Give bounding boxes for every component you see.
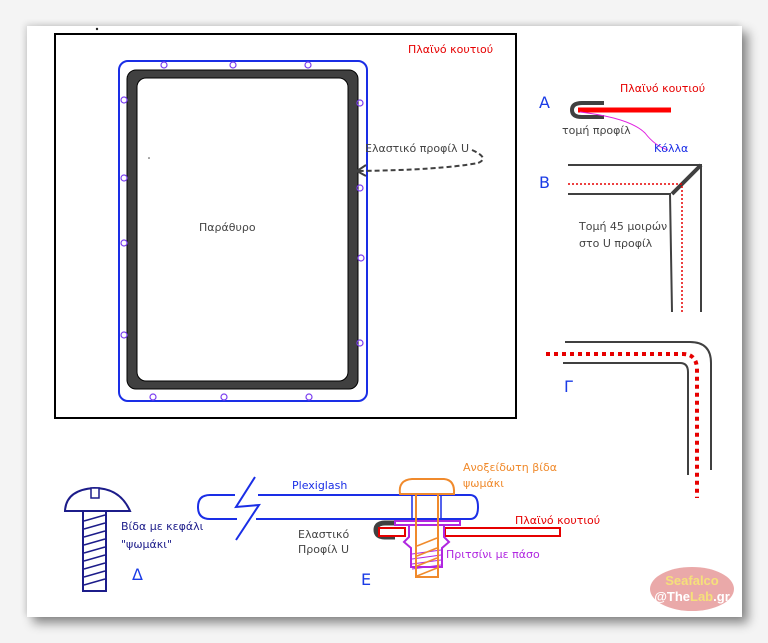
detail-d: Βίδα με κεφάλι "ψωμάκι" Δ [63,486,204,592]
thread-line [83,514,106,522]
mounting-hole [357,254,365,262]
plexiglass-edge-left [196,494,237,520]
plexiglass-label: Plexiglash [292,479,347,492]
mounting-hole [305,393,313,401]
thread-line [83,522,106,530]
profile-cross-section [569,101,604,119]
plexiglass-outline [118,60,368,402]
screw-label-1: Ανοξείδωτη βίδα [463,461,557,474]
watermark-suffix: .gr [713,589,730,604]
thread-line [416,547,438,557]
box-side-edge [568,183,683,312]
thread-line [83,546,106,554]
mounting-hole [120,239,128,247]
watermark-badge: Seafalco @TheLab.gr [650,567,734,611]
detail-d-letter: Δ [132,565,143,584]
mounting-holes [120,61,365,401]
detail-c: Γ [546,341,712,498]
mounting-hole [220,393,228,401]
screw-slot [90,487,100,499]
thread-line [416,557,438,567]
miter-caption-2: στο U προφίλ [579,237,653,250]
watermark-mid: Lab [690,589,713,604]
detail-e-letter: E [361,570,371,589]
stray-dot [148,157,150,159]
screw-threads [83,514,106,586]
detail-a-letter: A [539,93,550,112]
detail-a: A Πλαϊνό κουτιού τομή προφίλ Κόλλα [539,82,705,155]
box-side-left [378,527,406,537]
detail-b-letter: B [539,173,550,192]
profile-pointer-arrow [357,149,484,172]
window-label: Παράθυρο [199,221,256,234]
thread-line [83,554,106,562]
detail-b: B Τομή 45 μοιρών στο U προφίλ [539,163,703,313]
box-side-right [444,527,561,537]
mounting-hole [356,184,364,192]
thread-line [416,537,438,547]
mounting-hole [120,331,128,339]
thread-line [83,570,106,578]
mounting-hole [120,174,128,182]
box-side-edge-curved [546,352,699,498]
rivet-label: Πριτσίνι με πάσο [446,548,540,561]
box-side-label: Πλαϊνό κουτιού [408,43,493,56]
rivet-nut-flange [394,520,461,526]
mounting-hole [356,99,364,107]
screw-shank [82,510,107,592]
stainless-screw-shank [415,493,439,578]
detail-c-letter: Γ [564,377,573,396]
mounting-hole [120,96,128,104]
thread-line [83,562,106,570]
screw-label-2: ψωμάκι [463,477,504,490]
bent-profile-inner [563,362,689,475]
mounting-hole [160,61,168,69]
miter-caption-1: Τομή 45 μοιρών [578,220,667,233]
profile-inner-edge [568,193,673,313]
rivet-nut-body [402,525,451,568]
mounting-hole [149,393,157,401]
glue-label: Κόλλα [654,142,688,155]
detail-a-box-side-label: Πλαϊνό κουτιού [620,82,705,95]
section-label: τομή προφίλ [562,124,631,137]
watermark-prefix: @The [654,589,690,604]
thread-line [416,567,438,577]
watermark-line2: @TheLab.gr [654,589,730,604]
plexiglass-section [256,494,480,520]
thread-line [83,538,106,546]
thread-line [83,578,106,586]
profile-label-1: Ελαστικό [298,528,350,541]
front-view: Πλαϊνό κουτιού Παράθυρο Ελαστικό προφίλ … [54,27,517,419]
bent-profile-outer [565,341,712,470]
mounting-hole [229,61,237,69]
glue-pointer [579,111,669,151]
miter-cut-45 [670,163,703,196]
watermark-ellipse [650,567,734,611]
detail-e: Plexiglash Ελαστικό Προφίλ U E Πλαϊνό κο… [196,461,600,589]
screw-caption-2: "ψωμάκι" [121,538,172,551]
screw-caption-1: Βίδα με κεφάλι [121,520,204,533]
profile-label-2: Προφίλ U [298,543,349,556]
break-line [234,476,261,541]
box-side-label-e: Πλαϊνό κουτιού [515,514,600,527]
mounting-hole [356,339,364,347]
profile-label: Ελαστικό προφίλ U [365,142,469,155]
arrow-head-icon [355,164,367,177]
watermark-line1: Seafalco [665,573,719,588]
stainless-screw-head [398,478,456,495]
stray-dot [95,27,99,31]
thread-line [83,530,106,538]
mounting-hole [304,61,312,69]
stainless-screw-threads [416,537,438,577]
window-opening [136,77,349,382]
